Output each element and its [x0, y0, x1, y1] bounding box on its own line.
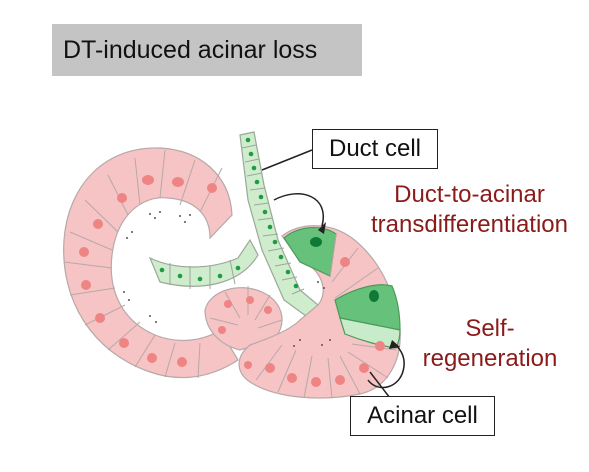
self-regeneration-line-1: Self- — [465, 315, 515, 342]
transdifferentiation-arrow — [273, 193, 325, 227]
right-lobule-body — [238, 225, 401, 399]
arrow-heads — [318, 222, 400, 349]
transdifferentiation-line-2: transdifferentiation — [370, 211, 568, 238]
transdifferentiated-acinar-cell — [283, 227, 337, 277]
right-lobule-nuclei — [244, 257, 385, 387]
annotation-lines — [261, 149, 405, 399]
title-box: DT-induced acinar loss — [52, 24, 362, 76]
transdifferentiation-label: Duct-to-acinar transdifferentiation — [350, 180, 589, 240]
new-acinar-nuclei — [310, 237, 379, 302]
middle-lobule-cell-borders — [209, 286, 283, 329]
self-regeneration-arrow — [367, 343, 405, 389]
transdifferentiation-arrowhead — [318, 222, 326, 234]
regenerating-acinar-cell-lower — [339, 317, 401, 349]
self-regeneration-arrowhead — [389, 340, 400, 349]
left-lobule-nuclei — [79, 175, 217, 367]
right-lobule-cell-borders — [255, 233, 397, 399]
duct-branch-lower — [148, 238, 259, 287]
duct-cell-label: Duct cell — [312, 129, 438, 169]
acinar-cell-label: Acinar cell — [350, 396, 495, 436]
acinar-lobule-left — [63, 147, 239, 379]
left-lobule-granules — [123, 211, 191, 323]
self-regeneration-line-2: regeneration — [422, 345, 558, 372]
regenerating-acinar-cell-upper — [334, 284, 401, 331]
right-lobule-granules — [293, 281, 331, 347]
acinar-pointer-line — [369, 371, 391, 399]
new-acinar-nucleus-2 — [369, 290, 379, 302]
self-regeneration-label: Self- regeneration — [405, 314, 575, 374]
title-text: DT-induced acinar loss — [63, 36, 318, 64]
transdifferentiation-line-1: Duct-to-acinar — [394, 181, 545, 208]
new-acinar-nucleus-1 — [310, 237, 322, 247]
acinar-lobule-right — [238, 225, 401, 399]
acinar-lobule-middle — [204, 286, 283, 351]
duct-pointer-line — [261, 149, 313, 171]
duct-nuclei — [159, 137, 299, 289]
left-lobule-body — [63, 147, 239, 379]
left-lobule-cell-borders — [63, 149, 223, 379]
middle-lobule-nuclei — [218, 296, 272, 334]
duct-cell-borders — [169, 144, 305, 295]
